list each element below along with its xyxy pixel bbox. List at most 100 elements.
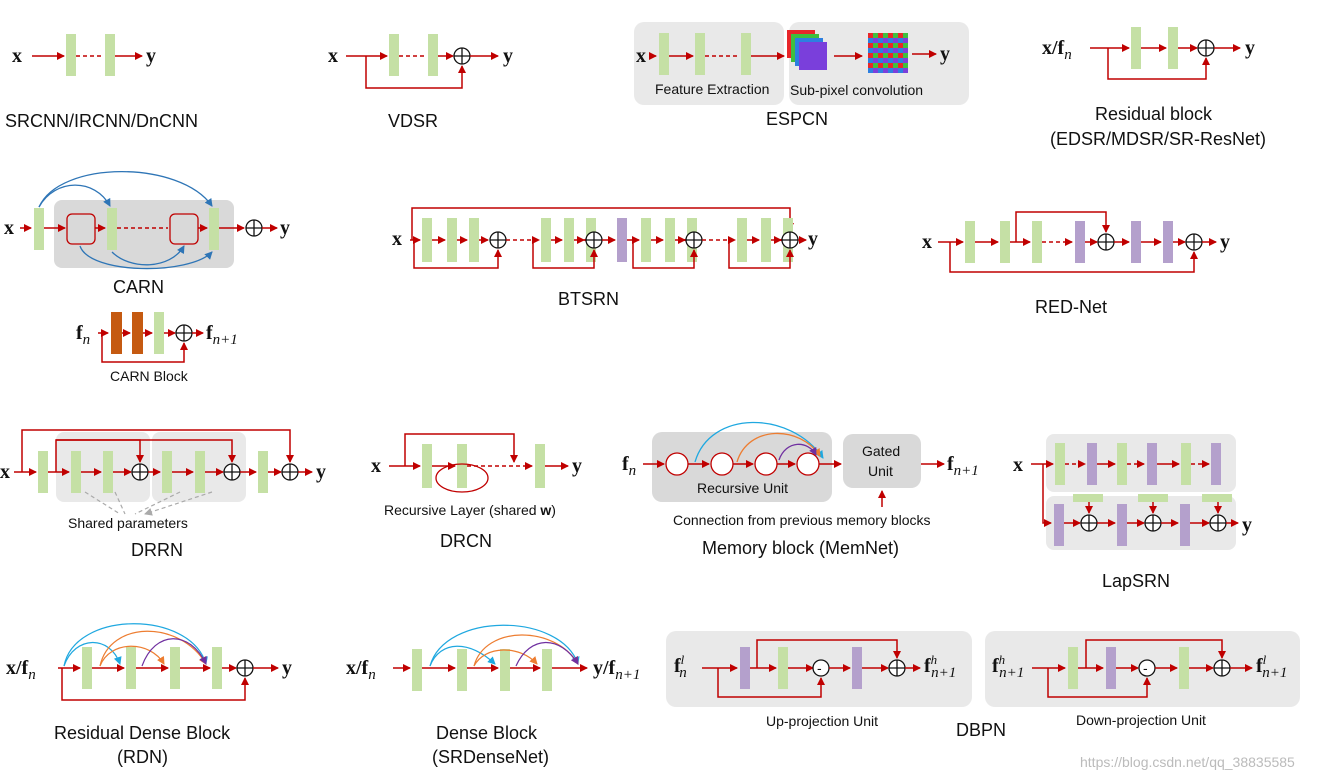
conv-layer (641, 218, 651, 262)
rdn-caption-2: (RDN) (117, 747, 168, 767)
watermark: https://blog.csdn.net/qq_38835585 (1080, 754, 1295, 770)
carn-output: y (280, 217, 290, 239)
upsample-layer (1147, 443, 1157, 485)
recursive-node (796, 452, 820, 476)
carn-input: x (4, 217, 14, 239)
panel-vdsr: x y VDSR (328, 34, 513, 131)
btsrn-caption: BTSRN (558, 289, 619, 309)
conv-layer (258, 451, 268, 493)
group-conv-layer (132, 312, 143, 354)
resblock-output: y (1245, 37, 1255, 59)
rednet-output: y (1220, 231, 1230, 253)
conv-layer (1131, 27, 1141, 69)
shared-parameters-label: Shared parameters (68, 515, 188, 531)
conv-layer (1179, 647, 1189, 689)
panel-rdn: x/fn y Residual Dense Block (RDN) (6, 623, 292, 767)
vdsr-caption: VDSR (388, 111, 438, 131)
drrn-output: y (316, 461, 326, 483)
conv-layer (422, 218, 432, 262)
memnet-caption: Memory block (MemNet) (702, 538, 899, 558)
vdsr-input: x (328, 45, 338, 67)
lapsrn-caption: LapSRN (1102, 571, 1170, 591)
lapsrn-output: y (1242, 514, 1252, 536)
deconv-layer (852, 647, 862, 689)
memnet-output: fn+1 (947, 453, 979, 479)
conv-layer (535, 444, 545, 488)
upsample-layer (1087, 443, 1097, 485)
down-projection-label: Down-projection Unit (1076, 712, 1206, 728)
carn-block-caption: CARN Block (110, 368, 189, 384)
conv-layer (1000, 221, 1010, 263)
drcn-output: y (572, 455, 582, 477)
conv-layer (66, 34, 76, 76)
conv-layer (965, 221, 975, 263)
panel-drcn: x y Recursive Layer (shared w) DRCN (371, 433, 582, 551)
group-conv-layer (111, 312, 122, 354)
conv-layer (34, 208, 44, 250)
conv-layer (428, 34, 438, 76)
btsrn-output: y (808, 228, 818, 250)
panel-carn-block: fn fn+1 CARN Block (76, 312, 238, 384)
recursive-node (710, 452, 734, 476)
rdn-input: x/fn (6, 657, 36, 683)
image-upsample-layer (1117, 504, 1127, 546)
recursive-layer-label: Recursive Layer (shared w) (384, 502, 556, 518)
conv-layer (1068, 647, 1078, 689)
srcnn-output: y (146, 45, 156, 67)
conv-layer (38, 451, 48, 493)
carn-block-input: fn (76, 322, 90, 348)
panel-espcn: x y Feature Extraction Sub-pixel convolu… (634, 22, 969, 129)
upsample-layer (617, 218, 627, 262)
gated-unit-label-1: Gated (862, 443, 900, 459)
rdn-caption-1: Residual Dense Block (54, 723, 231, 743)
conv-layer (469, 218, 479, 262)
lapsrn-input: x (1013, 454, 1023, 476)
conv-layer (695, 33, 705, 75)
srdensenet-caption-2: (SRDenseNet) (432, 747, 549, 767)
panel-btsrn: x y BTSRN (392, 207, 818, 309)
panel-memnet: fn Gated Unit fn+1 Recursive Unit Connec… (622, 421, 979, 558)
conv-layer (1117, 443, 1127, 485)
rednet-caption: RED-Net (1035, 297, 1107, 317)
conv-layer (126, 647, 136, 689)
srdensenet-output: y/fn+1 (593, 657, 640, 683)
recursive-node (754, 452, 778, 476)
conv-layer (71, 451, 81, 493)
drrn-caption: DRRN (131, 540, 183, 560)
feature-branch-region (1046, 434, 1236, 492)
panel-srcnn: x y SRCNN/IRCNN/DnCNN (5, 34, 198, 131)
feature-maps-icon (787, 30, 827, 70)
conv-layer (105, 34, 115, 76)
connection-label: Connection from previous memory blocks (673, 512, 931, 528)
gated-unit-label-2: Unit (868, 463, 893, 479)
panel-srdensenet: x/fn y/fn+1 Dense Block (SRDenseNet) (346, 624, 640, 767)
conv-layer (741, 33, 751, 75)
espcn-input: x (636, 45, 646, 67)
conv-layer (412, 649, 422, 691)
srdensenet-caption-1: Dense Block (436, 723, 538, 743)
drrn-input: x (0, 461, 10, 483)
recursive-node (665, 452, 689, 476)
rdn-output: y (282, 657, 292, 679)
image-upsample-layer (1054, 504, 1064, 546)
conv-layer (103, 451, 113, 493)
conv-layer (737, 218, 747, 262)
carn-caption: CARN (113, 277, 164, 297)
conv-layer (422, 444, 432, 488)
resblock-caption-2: (EDSR/MDSR/SR-ResNet) (1050, 129, 1266, 149)
svg-text:-: - (1143, 660, 1148, 676)
conv-layer (447, 218, 457, 262)
conv-layer (564, 218, 574, 262)
subpixel-label: Sub-pixel convolution (790, 82, 923, 98)
conv-layer (457, 649, 467, 691)
panel-lapsrn: x y LapSRN (1013, 434, 1252, 591)
rednet-input: x (922, 231, 932, 253)
recursive-layer (457, 444, 467, 488)
srcnn-caption: SRCNN/IRCNN/DnCNN (5, 111, 198, 131)
carn-block (169, 213, 199, 245)
panel-red-net: x y RED-Net (922, 211, 1230, 317)
